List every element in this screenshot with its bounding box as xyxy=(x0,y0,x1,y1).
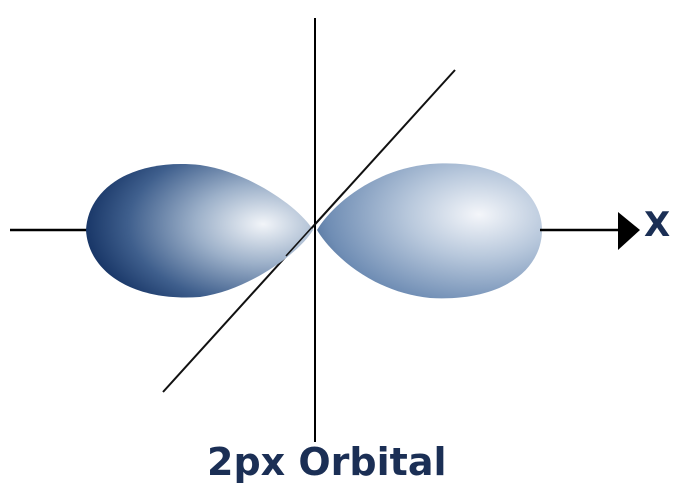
x-axis-arrow-icon xyxy=(618,212,640,250)
diagram-caption: 2px Orbital xyxy=(207,440,447,484)
x-axis-label: X xyxy=(644,205,671,245)
orbital-lobe-left xyxy=(86,164,313,298)
orbital-lobe-right xyxy=(317,163,542,299)
z-axis-line-front xyxy=(285,191,345,257)
